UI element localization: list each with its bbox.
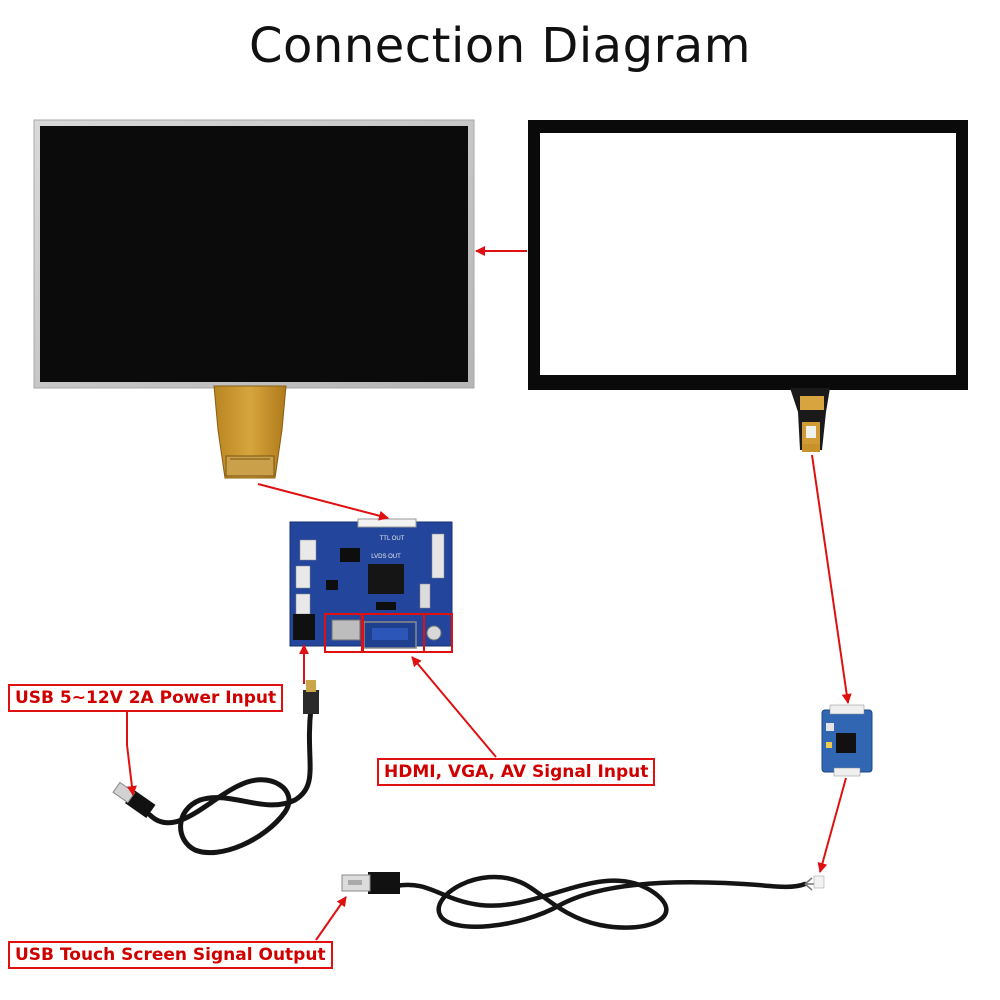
touch-fpc [790,388,830,452]
av-port [426,625,442,641]
arrow-power-label-to-plug [126,707,137,796]
usb-touch-cable [341,872,825,930]
main-chip [368,564,404,594]
driver-board: TTL OUT LVDS OUT [289,518,453,653]
hdmi-port [331,619,361,641]
arrow-controller-to-usb-cable [817,777,847,873]
touch-usb-plug [341,872,400,894]
signal-input-label: HDMI, VGA, AV Signal Input [377,758,656,786]
arrow-fpc-to-board [257,483,389,521]
power-usb-plug [112,781,156,818]
touch-panel [528,120,968,452]
ttl-out-text: TTL OUT [380,536,405,542]
usb-output-label: USB Touch Screen Signal Output [8,941,333,969]
lvds-out-text: LVDS OUT [371,554,401,560]
power-input-label: USB 5~12V 2A Power Input [8,684,284,712]
connection-arrows [126,246,852,941]
touch-glass [540,133,956,375]
lcd-fpc-cable [213,385,287,479]
arrow-usb-label-to-plug [315,896,347,941]
dc-plug [303,690,319,714]
arrow-signal-label-to-ports [411,656,497,758]
lcd-panel [33,119,475,479]
dc-power-jack [293,614,315,640]
port-highlight-boxes [324,613,453,653]
page-title: Connection Diagram [249,18,751,74]
touch-controller [821,704,873,777]
lcd-screen [40,126,468,382]
arrow-touch-fpc-to-controller [811,454,852,704]
power-cable [112,680,319,856]
